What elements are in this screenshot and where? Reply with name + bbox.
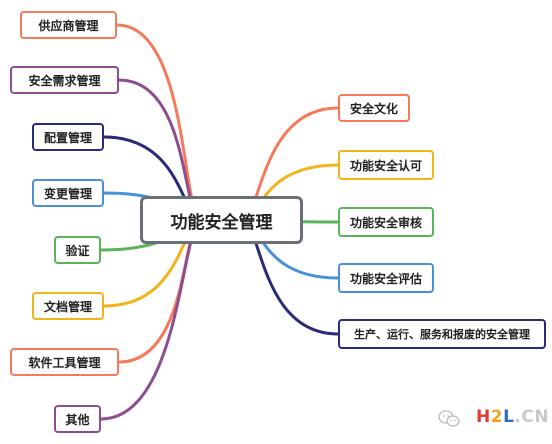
left-topic[interactable]: 安全需求管理 xyxy=(10,66,119,94)
watermark-h: H xyxy=(476,407,491,427)
wechat-icon xyxy=(438,410,460,427)
left-topic-label: 配置管理 xyxy=(43,130,92,145)
central-topic[interactable]: 功能安全管理 xyxy=(140,196,303,244)
left-topic-label: 其他 xyxy=(65,412,90,427)
left-topic-label: 软件工具管理 xyxy=(28,355,101,370)
left-topic-label: 变更管理 xyxy=(43,186,92,201)
left-topic[interactable]: 配置管理 xyxy=(32,123,104,151)
right-topic[interactable]: 安全文化 xyxy=(338,94,410,122)
left-topic[interactable]: 软件工具管理 xyxy=(10,348,119,376)
left-topic-label: 验证 xyxy=(65,243,90,258)
h2l-watermark: H2L.CN xyxy=(476,407,549,427)
right-topic[interactable]: 功能安全认可 xyxy=(338,150,434,180)
right-topic-label: 安全文化 xyxy=(349,101,398,116)
watermark-cn: .CN xyxy=(514,407,550,427)
right-topic-label: 功能安全审核 xyxy=(349,215,422,230)
left-topic-label: 安全需求管理 xyxy=(28,73,101,88)
left-topic[interactable]: 其他 xyxy=(54,405,101,433)
right-topic-label: 功能安全评估 xyxy=(349,271,422,286)
central-topic-label: 功能安全管理 xyxy=(170,212,273,233)
right-topic-label: 生产、运行、服务和报废的安全管理 xyxy=(354,328,530,341)
left-topic[interactable]: 验证 xyxy=(54,236,101,264)
left-topic-label: 供应商管理 xyxy=(38,18,99,33)
right-topic[interactable]: 功能安全审核 xyxy=(338,207,434,237)
left-topic-label: 文档管理 xyxy=(43,299,92,314)
left-topic[interactable]: 供应商管理 xyxy=(20,11,117,39)
right-topic[interactable]: 生产、运行、服务和报废的安全管理 xyxy=(338,319,546,349)
watermark-l: L xyxy=(503,407,515,427)
left-topic[interactable]: 变更管理 xyxy=(32,179,104,207)
left-topic[interactable]: 文档管理 xyxy=(32,292,104,320)
right-topic[interactable]: 功能安全评估 xyxy=(338,263,434,293)
right-topic-label: 功能安全认可 xyxy=(349,158,422,173)
watermark-2: 2 xyxy=(490,407,504,427)
